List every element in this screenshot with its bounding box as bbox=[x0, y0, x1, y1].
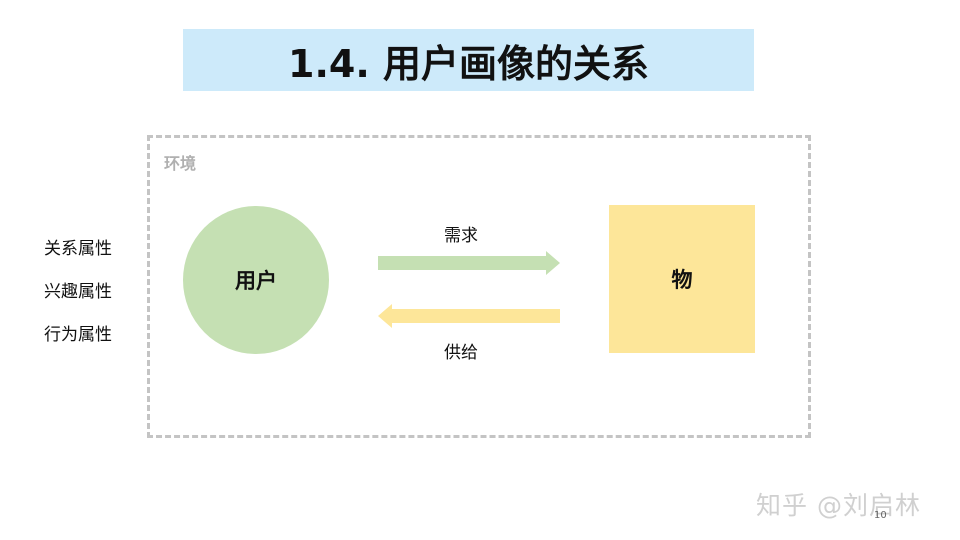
supply-label: 供给 bbox=[444, 343, 478, 363]
title-bar: 1.4. 用户画像的关系 bbox=[183, 29, 754, 91]
attribute-item: 行为属性 bbox=[44, 325, 112, 345]
demand-arrow bbox=[378, 251, 560, 275]
thing-node-label: 物 bbox=[671, 268, 693, 292]
page-number: 10 bbox=[874, 510, 887, 521]
user-node-label: 用户 bbox=[235, 269, 277, 293]
attribute-item: 兴趣属性 bbox=[44, 282, 112, 302]
thing-node: 物 bbox=[609, 205, 755, 353]
attribute-item: 关系属性 bbox=[44, 239, 112, 259]
slide-title: 1.4. 用户画像的关系 bbox=[288, 41, 649, 86]
user-node: 用户 bbox=[183, 206, 329, 354]
supply-arrow bbox=[378, 304, 560, 328]
attribute-list: 关系属性 兴趣属性 行为属性 bbox=[44, 236, 144, 365]
environment-label: 环境 bbox=[164, 154, 197, 173]
demand-label: 需求 bbox=[444, 226, 478, 246]
environment-boundary bbox=[147, 135, 811, 438]
watermark: 知乎 @刘启林 bbox=[756, 491, 921, 520]
relation-arrows bbox=[378, 251, 560, 328]
